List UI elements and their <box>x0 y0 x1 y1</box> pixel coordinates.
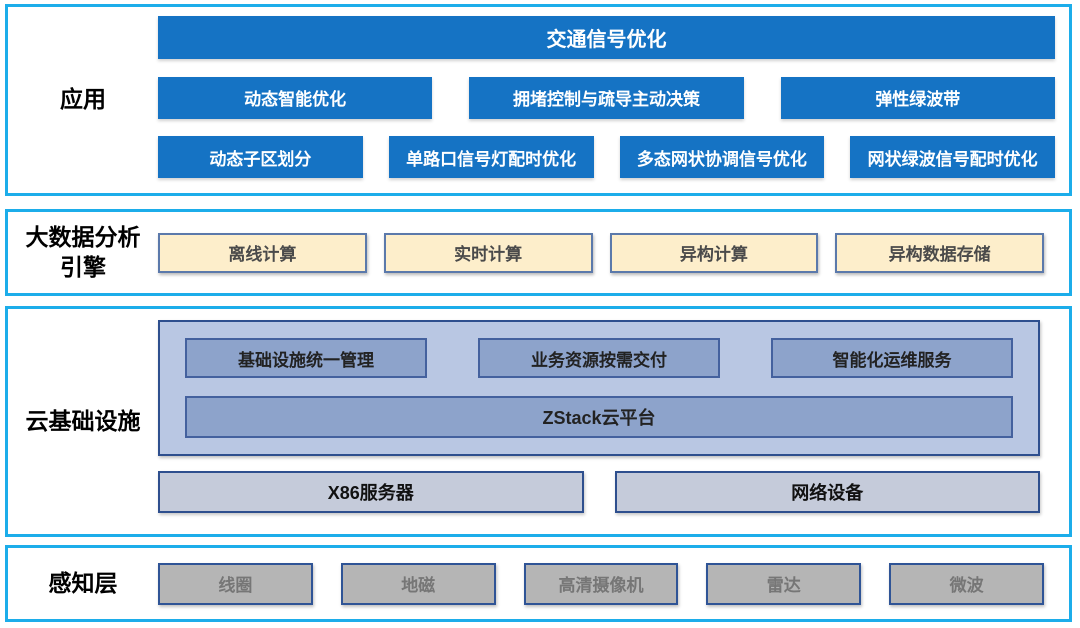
app-feature-box: 网状绿波信号配时优化 <box>850 136 1055 178</box>
bigdata-engine-label-line2: 引擎 <box>60 253 106 280</box>
traffic-signal-optimization-title-bar: 交通信号优化 <box>158 16 1055 59</box>
compute-box: 异构计算 <box>609 232 819 273</box>
sensing-layer-label-text: 感知层 <box>48 569 118 596</box>
compute-box: 离线计算 <box>158 232 367 273</box>
cloud-service-box: 智能化运维服务 <box>771 338 1013 378</box>
bigdata-engine-section: 大数据分析 引擎 离线计算 实时计算 异构计算 异构数据存储 <box>5 209 1072 296</box>
bigdata-engine-label-line1: 大数据分析 <box>25 223 141 250</box>
app-feature-box: 动态子区划分 <box>158 136 363 178</box>
hardware-row: X86服务器 网络设备 <box>158 471 1040 513</box>
hardware-box: 网络设备 <box>614 471 1040 513</box>
application-feature-row-1: 动态智能优化 拥堵控制与疏导主动决策 弹性绿波带 <box>158 76 1055 119</box>
app-feature-box: 多态网状协调信号优化 <box>619 136 825 178</box>
sensing-layer-content: 线圈 地磁 高清摄像机 雷达 微波 <box>158 548 1044 619</box>
sensor-box: 高清摄像机 <box>523 562 679 605</box>
cloud-infrastructure-content: 基础设施统一管理 业务资源按需交付 智能化运维服务 ZStack云平台 X86服… <box>158 309 1040 534</box>
application-feature-row-2: 动态子区划分 单路口信号灯配时优化 多态网状协调信号优化 网状绿波信号配时优化 <box>158 136 1055 178</box>
compute-box: 异构数据存储 <box>835 232 1044 273</box>
application-layer-label: 应用 <box>8 7 158 193</box>
sensing-layer-section: 感知层 线圈 地磁 高清摄像机 雷达 微波 <box>5 545 1072 622</box>
app-feature-box: 弹性绿波带 <box>780 76 1055 119</box>
cloud-platform-container: 基础设施统一管理 业务资源按需交付 智能化运维服务 ZStack云平台 <box>158 320 1040 456</box>
cloud-service-box: 基础设施统一管理 <box>185 338 427 378</box>
cloud-service-box: 业务资源按需交付 <box>478 338 720 378</box>
cloud-infrastructure-section: 云基础设施 基础设施统一管理 业务资源按需交付 智能化运维服务 ZStack云平… <box>5 306 1072 537</box>
bigdata-engine-content: 离线计算 实时计算 异构计算 异构数据存储 <box>158 212 1044 293</box>
sensor-box: 线圈 <box>158 562 313 605</box>
compute-box: 实时计算 <box>383 232 593 273</box>
cloud-infrastructure-label-text: 云基础设施 <box>25 407 141 434</box>
cloud-services-row: 基础设施统一管理 业务资源按需交付 智能化运维服务 <box>185 338 1013 378</box>
sensor-box: 微波 <box>889 562 1044 605</box>
app-feature-box: 单路口信号灯配时优化 <box>388 136 594 178</box>
sensing-layer-label: 感知层 <box>8 548 158 619</box>
bigdata-engine-label: 大数据分析 引擎 <box>8 212 158 293</box>
app-feature-box: 拥堵控制与疏导主动决策 <box>469 76 744 119</box>
zstack-platform-bar: ZStack云平台 <box>185 396 1013 438</box>
cloud-infrastructure-label: 云基础设施 <box>8 309 158 534</box>
sensor-box: 地磁 <box>340 562 496 605</box>
sensor-box: 雷达 <box>706 562 862 605</box>
application-layer-label-text: 应用 <box>60 86 106 113</box>
app-feature-box: 动态智能优化 <box>158 76 433 119</box>
application-layer-content: 交通信号优化 动态智能优化 拥堵控制与疏导主动决策 弹性绿波带 动态子区划分 单… <box>158 7 1055 193</box>
hardware-box: X86服务器 <box>158 471 584 513</box>
application-layer-section: 应用 交通信号优化 动态智能优化 拥堵控制与疏导主动决策 弹性绿波带 动态子区划… <box>5 4 1072 196</box>
